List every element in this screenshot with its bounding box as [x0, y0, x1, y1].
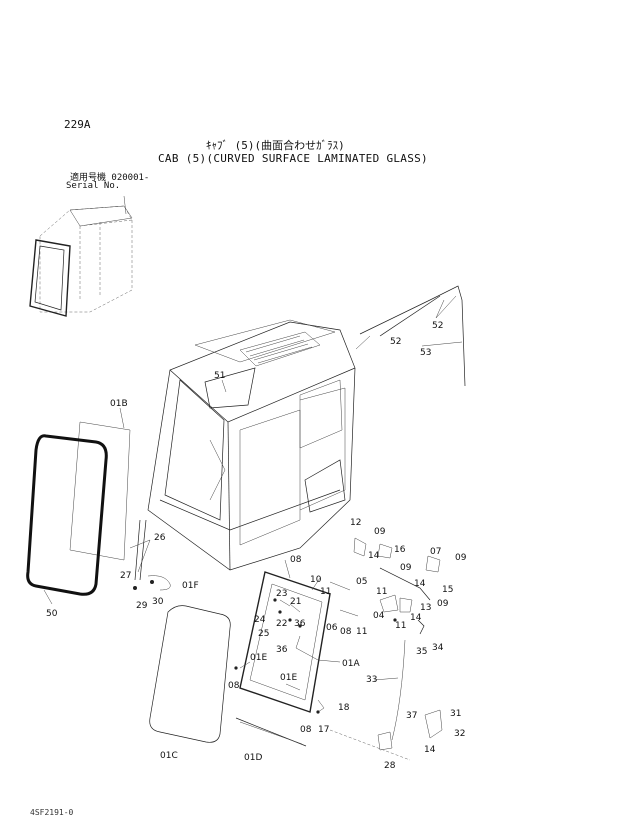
callout-01B: 01B	[110, 399, 128, 409]
callout-33: 33	[366, 675, 377, 685]
serial-label-english: Serial No.	[66, 181, 121, 191]
callout-10: 10	[310, 575, 322, 585]
callout-26: 26	[154, 533, 166, 543]
strip-26	[134, 519, 147, 581]
front-glass-01B	[69, 421, 131, 561]
callout-52b: 52	[390, 337, 401, 347]
callout-09a: 09	[374, 527, 386, 537]
title-english: CAB (5)(CURVED SURFACE LAMINATED GLASS)	[158, 152, 428, 165]
callout-25: 25	[258, 629, 269, 639]
callout-51: 51	[214, 371, 225, 381]
front-glass-seal-50	[26, 434, 108, 596]
callout-08c: 08	[228, 681, 240, 691]
callout-21: 21	[290, 597, 301, 607]
title-japanese: ｷｬﾌﾞ (5)(曲面合わせｶﾞﾗｽ)	[206, 139, 345, 152]
callout-36a: 36	[294, 619, 306, 629]
thumbnail-front-glass-highlight	[29, 239, 71, 317]
callout-30: 30	[152, 597, 164, 607]
callout-01A: 01A	[342, 659, 360, 669]
rear-panel	[304, 459, 346, 513]
roof-glass	[359, 285, 466, 387]
callout-09d: 09	[437, 599, 449, 609]
callout-18: 18	[338, 703, 350, 713]
callout-14b: 14	[414, 579, 426, 589]
callout-05: 05	[356, 577, 367, 587]
door-seal-01D	[239, 721, 303, 745]
callout-09b: 09	[455, 553, 467, 563]
roof-hatch	[239, 331, 321, 367]
callout-28: 28	[384, 761, 396, 771]
callout-11c: 11	[395, 621, 406, 631]
callout-16: 16	[394, 545, 406, 555]
front-glass-assembly	[26, 421, 131, 596]
callout-01C: 01C	[160, 751, 178, 761]
callout-35: 35	[416, 647, 427, 657]
callout-14a: 14	[368, 551, 380, 561]
callout-37: 37	[406, 711, 417, 721]
serial-label-japanese: 適用号機 020001-	[70, 173, 150, 183]
callout-50: 50	[46, 609, 58, 619]
callout-labels: 01B 26 27 50 29 30 01F 51 52 52 53 12 09…	[46, 321, 467, 771]
door-assembly	[235, 571, 331, 747]
callout-14c: 14	[410, 613, 422, 623]
callout-17: 17	[318, 725, 329, 735]
callout-22: 22	[276, 619, 287, 629]
callout-13: 13	[420, 603, 431, 613]
callout-14d: 14	[424, 745, 436, 755]
callout-08a: 08	[290, 555, 302, 565]
callout-11d: 11	[356, 627, 367, 637]
callout-36b: 36	[276, 645, 288, 655]
callout-32: 32	[454, 729, 465, 739]
handle-31	[424, 709, 443, 739]
callout-09c: 09	[400, 563, 412, 573]
callout-11b: 11	[376, 587, 387, 597]
leader-lines	[43, 295, 463, 691]
callout-34: 34	[432, 643, 444, 653]
callout-01F: 01F	[182, 581, 199, 591]
callout-23: 23	[276, 589, 287, 599]
cab-frame	[147, 319, 356, 571]
callout-08b: 08	[340, 627, 352, 637]
callout-04: 04	[373, 611, 385, 621]
callout-07: 07	[430, 547, 441, 557]
lower-glass-01C	[149, 605, 231, 743]
callout-06: 06	[326, 623, 338, 633]
callout-15: 15	[442, 585, 453, 595]
callout-01D: 01D	[244, 753, 262, 763]
door-frame-01A	[239, 571, 331, 713]
callout-52a: 52	[432, 321, 443, 331]
callout-01Eb: 01E	[280, 673, 297, 683]
footer-code: 4SF2191-0	[30, 808, 74, 817]
callout-53: 53	[420, 348, 431, 358]
cab-thumbnail	[29, 195, 133, 317]
callout-27: 27	[120, 571, 131, 581]
callout-24: 24	[254, 615, 266, 625]
roof-window	[204, 367, 256, 409]
latch-28	[377, 731, 393, 751]
callout-12: 12	[350, 518, 361, 528]
page-number: 229A	[64, 118, 91, 131]
callout-29: 29	[136, 601, 148, 611]
callout-01Ea: 01E	[250, 653, 267, 663]
lower-front-glass	[149, 605, 231, 743]
callout-11a: 11	[320, 587, 331, 597]
hardware	[133, 519, 443, 761]
callout-31: 31	[450, 709, 461, 719]
callout-08d: 08	[300, 725, 312, 735]
